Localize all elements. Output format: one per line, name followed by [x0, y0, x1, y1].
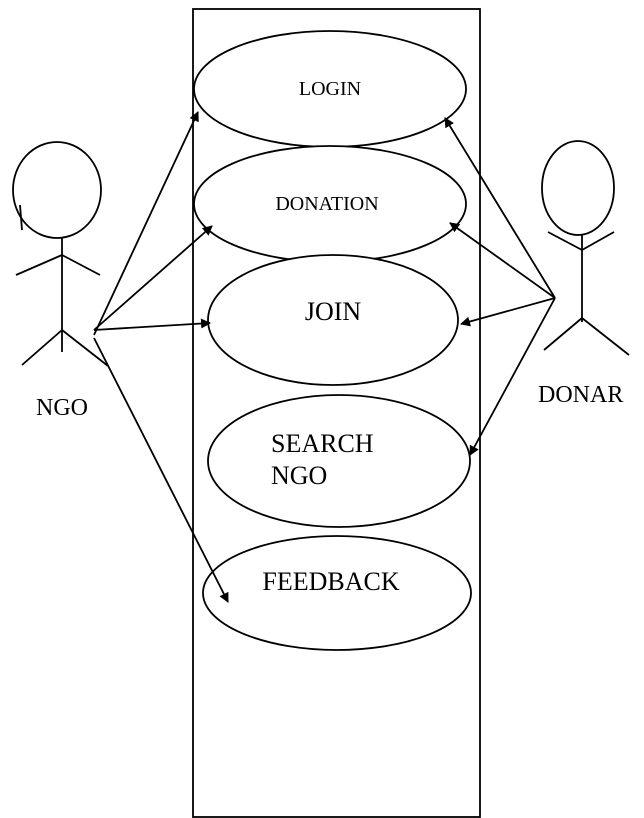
actor-donar-label: DONAR — [538, 382, 623, 408]
actor-ngo[interactable]: NGO — [12, 141, 109, 421]
use-case-feedback-ellipse — [202, 535, 472, 651]
use-case-feedback[interactable]: FEEDBACK — [202, 535, 472, 651]
donar-to-search-arrow — [469, 297, 556, 456]
donar-to-login-arrow — [444, 117, 556, 299]
use-case-search-ngo-ellipse — [207, 394, 471, 528]
actor-ngo-arm-right — [61, 254, 101, 276]
actor-ngo-leg-left — [21, 329, 63, 366]
actor-ngo-label: NGO — [36, 395, 88, 421]
use-case-search-ngo-label-line2: NGO — [271, 461, 327, 490]
use-case-feedback-label: FEEDBACK — [262, 567, 399, 596]
donar-to-donation-arrow — [449, 222, 556, 299]
use-case-donation[interactable]: DONATION — [193, 145, 467, 263]
ngo-to-feedback-arrow — [93, 337, 229, 603]
use-case-donation-label: DONATION — [275, 193, 378, 215]
use-case-search-ngo-label-line1: SEARCH — [271, 429, 374, 458]
actor-ngo-arm-left — [15, 254, 63, 276]
use-case-join-label: JOIN — [305, 297, 362, 326]
system-boundary — [192, 8, 481, 818]
use-case-login[interactable]: LOGIN — [193, 30, 467, 148]
actor-ngo-head — [12, 141, 102, 239]
use-case-login-label: LOGIN — [299, 78, 361, 100]
actor-donar-arm-right — [581, 231, 615, 251]
actor-donar-leg-left — [543, 317, 583, 351]
ngo-to-join-arrow — [93, 318, 211, 331]
actor-ngo-leg-right — [61, 329, 109, 367]
use-case-search-ngo[interactable]: SEARCH NGO — [207, 394, 471, 528]
actor-ngo-mark — [19, 204, 23, 231]
actor-donar[interactable]: DONAR — [538, 140, 630, 408]
actor-donar-arm-left — [547, 231, 583, 251]
donar-to-join-arrow — [460, 297, 556, 327]
use-case-join[interactable]: JOIN — [207, 254, 459, 386]
ngo-to-donation-arrow — [93, 225, 213, 331]
actor-donar-leg-right — [581, 317, 630, 356]
actor-donar-head — [541, 140, 615, 236]
ngo-to-login-arrow — [93, 111, 199, 336]
